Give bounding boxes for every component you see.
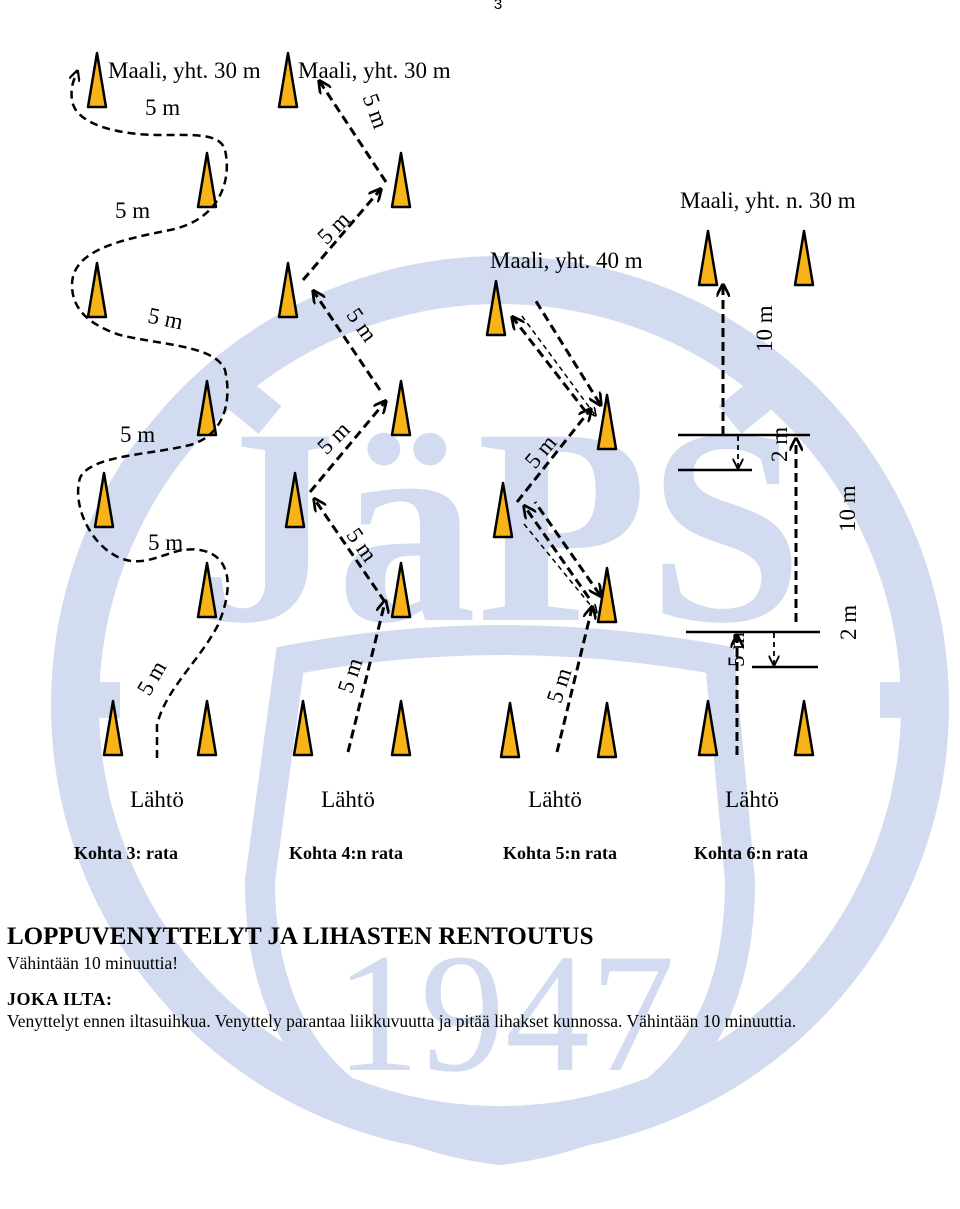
segment-label: 5 m xyxy=(120,422,155,447)
cone xyxy=(697,699,719,757)
cone xyxy=(196,151,218,209)
watermark-year: 1947 xyxy=(335,919,675,1107)
segment-label: 10 m xyxy=(752,305,777,352)
cone xyxy=(93,471,115,529)
cone xyxy=(86,261,108,319)
course-6: Maali, yht. n. 30 m 5 m 2 m 10 m 2 m 10 … xyxy=(678,188,861,812)
course-3-finish-label: Maali, yht. 30 m xyxy=(108,58,261,83)
cone xyxy=(793,229,815,287)
course-6-start-label: Lähtö xyxy=(725,787,779,812)
section-note: Vähintään 10 minuuttia! xyxy=(7,953,179,973)
cone xyxy=(284,471,306,529)
cone xyxy=(196,699,218,757)
cone xyxy=(86,51,108,109)
course-6-arrows xyxy=(723,286,796,755)
course-3-path xyxy=(72,72,229,758)
segment-label: 5 m xyxy=(312,417,355,460)
watermark-shield xyxy=(244,625,756,1166)
course-5-start-label: Lähtö xyxy=(528,787,582,812)
course-3-start-label: Lähtö xyxy=(130,787,184,812)
course-6-caption: Kohta 6:n rata xyxy=(694,843,808,863)
cone xyxy=(292,699,314,757)
segment-label: 5 m xyxy=(312,207,355,250)
page-number: 3 xyxy=(493,0,503,13)
course-5-caption: Kohta 5:n rata xyxy=(503,843,617,863)
cone xyxy=(196,379,218,437)
course-4-arrows xyxy=(301,82,386,753)
course-6-finish-label: Maali, yht. n. 30 m xyxy=(680,188,856,213)
cone xyxy=(499,701,521,759)
segment-label: 5 m xyxy=(132,656,171,699)
course-3: Maali, yht. 30 m 5 m 5 m 5 m 5 m 5 m 5 m… xyxy=(72,51,261,812)
cone xyxy=(390,561,412,619)
course-5: Maali, yht. 40 m 5 m 5 m Lähtö xyxy=(485,248,643,812)
course-4: Maali, yht. 30 m 5 m 5 m 5 m 5 m 5 m 5 m… xyxy=(277,51,451,812)
section-subheading: JOKA ILTA: xyxy=(7,989,113,1009)
course-5-finish-label: Maali, yht. 40 m xyxy=(490,248,643,273)
segment-label: 5 m xyxy=(520,430,562,473)
segment-label: 2 m xyxy=(836,605,861,640)
cone xyxy=(793,699,815,757)
cone xyxy=(697,229,719,287)
course-diagrams: Maali, yht. 30 m 5 m 5 m 5 m 5 m 5 m 5 m… xyxy=(0,51,861,812)
cone xyxy=(102,699,124,757)
cone xyxy=(390,699,412,757)
stretching-section: LOPPUVENYTTELYT JA LIHASTEN RENTOUTUS Vä… xyxy=(7,922,957,1032)
cone xyxy=(277,51,299,109)
cone xyxy=(277,261,299,319)
segment-label: 5 m xyxy=(148,530,183,555)
course-4-caption: Kohta 4:n rata xyxy=(289,843,403,863)
segment-label: 5 m xyxy=(342,523,383,566)
segment-label: 5 m xyxy=(542,665,577,706)
course-3-caption: Kohta 3: rata xyxy=(74,843,178,863)
course-4-finish-label: Maali, yht. 30 m xyxy=(298,58,451,83)
cone xyxy=(596,566,618,624)
segment-label: 5 m xyxy=(145,95,180,120)
cone xyxy=(492,481,514,539)
segment-label: 5 m xyxy=(724,632,749,667)
segment-label: 5 m xyxy=(115,198,150,223)
course-6-lines xyxy=(678,433,820,669)
course-4-start-label: Lähtö xyxy=(321,787,375,812)
segment-label: 10 m xyxy=(835,485,860,532)
course-5-return-lines xyxy=(521,315,596,612)
course-5-arrows xyxy=(513,297,600,753)
section-heading: LOPPUVENYTTELYT JA LIHASTEN RENTOUTUS xyxy=(7,923,594,950)
cone xyxy=(196,561,218,619)
segment-label: 5 m xyxy=(358,90,394,132)
section-body: Venyttelyt ennen iltasuihkua. Venyttely … xyxy=(7,1011,797,1031)
cone xyxy=(390,379,412,437)
cone xyxy=(390,151,412,209)
cone xyxy=(596,701,618,759)
segment-label: 5 m xyxy=(146,303,186,335)
segment-label: 2 m xyxy=(767,427,792,462)
cone xyxy=(485,279,507,337)
